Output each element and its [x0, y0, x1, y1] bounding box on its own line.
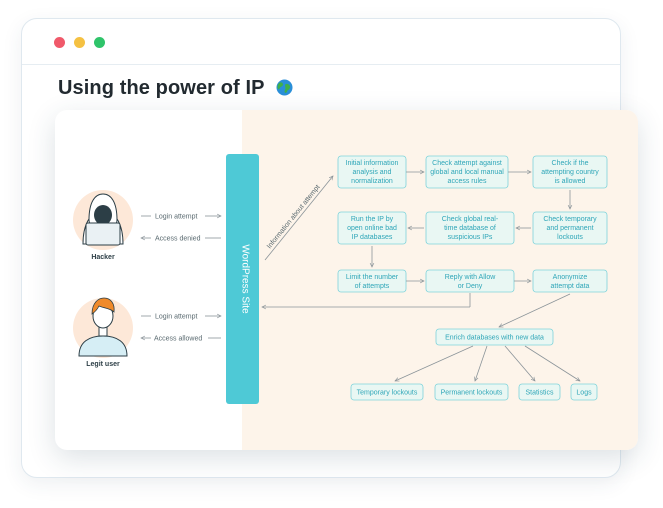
- step-check-country-line3: is allowed: [555, 178, 586, 185]
- step-reply-line1: Reply with Allow: [445, 274, 497, 281]
- hacker-response-label: Access denied: [155, 236, 201, 243]
- hacker-label: Hacker: [91, 254, 115, 261]
- step-reply-line2: or Deny: [458, 283, 483, 290]
- titlebar-divider: [22, 64, 620, 65]
- enrich-arrow-statistics: [504, 345, 535, 381]
- hacker-request-label: Login attempt: [155, 214, 197, 221]
- enrich-arrow-permanent: [475, 345, 488, 381]
- step-check-lockouts-box: [532, 211, 608, 245]
- wordpress-site-label: WordPress Site: [240, 244, 251, 314]
- enrich-arrow-logs: [524, 345, 580, 381]
- step-check-lockouts-line2: and permanent: [546, 225, 593, 232]
- step-run-ip-line3: IP databases: [352, 234, 393, 241]
- flow-arrow-anonymize-enrich: [499, 293, 571, 327]
- legit-response-label: Access allowed: [154, 336, 202, 343]
- step-check-global-line3: suspicious IPs: [448, 234, 493, 241]
- enrich-arrow-temporary: [395, 345, 474, 381]
- output-statistics-label: Statistics: [525, 390, 554, 397]
- minimize-dot[interactable]: [74, 37, 85, 48]
- output-logs-label: Logs: [576, 390, 592, 397]
- step-run-ip-line2: open online bad: [347, 225, 397, 232]
- output-temporary-label: Temporary lockouts: [357, 390, 418, 397]
- output-permanent-box: [434, 383, 509, 401]
- step-check-rules-line2: global and local manual: [430, 169, 504, 176]
- step-run-ip-box: [337, 211, 407, 245]
- step-check-global-line2: time database of: [444, 225, 496, 232]
- page-title: Using the power of IP: [58, 77, 293, 102]
- step-enrich-box: [435, 328, 554, 346]
- step-check-country-line2: attempting country: [541, 169, 599, 176]
- step-check-global-box: [425, 211, 515, 245]
- step-anonymize-line2: attempt data: [551, 283, 590, 290]
- step-run-ip-line1: Run the IP by: [351, 216, 394, 223]
- globe-icon: [276, 79, 293, 102]
- info-arrow: [264, 176, 333, 261]
- step-check-global-line1: Check global real-: [442, 216, 499, 223]
- step-initial-line2: analysis and: [353, 169, 392, 176]
- step-check-lockouts-line1: Check temporary: [543, 216, 597, 223]
- output-permanent-label: Permanent lockouts: [441, 390, 503, 397]
- window-controls: [54, 37, 105, 48]
- hacker-avatar: [73, 190, 133, 250]
- flow-diagram: Hacker Legit user Login attempt Access d…: [73, 154, 608, 404]
- step-initial-line1: Initial information: [346, 160, 399, 167]
- close-dot[interactable]: [54, 37, 65, 48]
- step-check-lockouts-line3: lockouts: [557, 234, 583, 241]
- legit-user-label: Legit user: [86, 361, 120, 368]
- step-limit-line1: Limit the number: [346, 274, 399, 281]
- wordpress-site-bar: [226, 154, 259, 404]
- output-statistics-box: [518, 383, 561, 401]
- output-temporary-box: [350, 383, 424, 401]
- step-check-country-box: [532, 155, 608, 189]
- output-logs-box: [570, 383, 598, 401]
- diagram-card: Hacker Legit user Login attempt Access d…: [55, 110, 638, 450]
- step-anonymize-line1: Anonymize: [553, 274, 588, 281]
- legit-request-label: Login attempt: [155, 314, 197, 321]
- step-check-rules-line3: access rules: [448, 178, 487, 185]
- maximize-dot[interactable]: [94, 37, 105, 48]
- step-limit-line2: of attempts: [355, 283, 390, 290]
- step-initial-line3: normalization: [351, 178, 393, 185]
- legit-user-avatar: [73, 297, 133, 358]
- step-anonymize-box: [532, 269, 608, 293]
- page-title-text: Using the power of IP: [58, 77, 265, 99]
- step-check-rules-line1: Check attempt against: [432, 160, 502, 167]
- step-enrich-label: Enrich databases with new data: [445, 335, 544, 342]
- step-check-country-line1: Check if the: [552, 160, 589, 167]
- info-label: Information about attempt: [266, 184, 322, 250]
